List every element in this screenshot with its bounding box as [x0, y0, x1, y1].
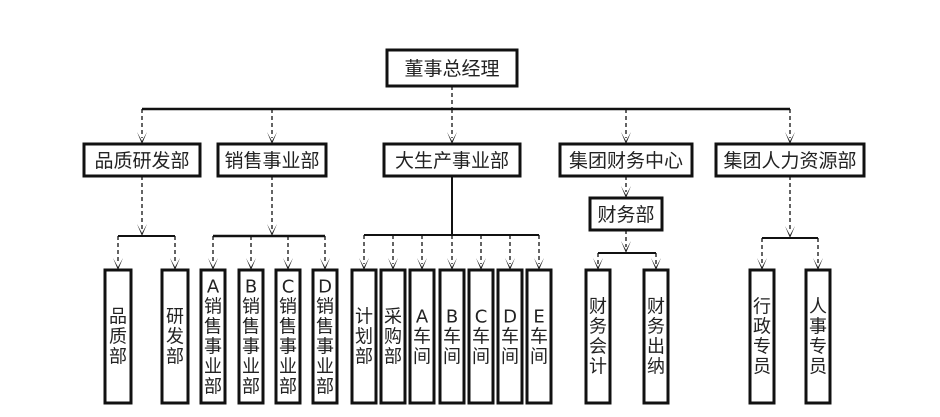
child-sales-c-box: [274, 268, 302, 405]
dept-sales-connector-arrow-head: [267, 132, 277, 144]
child-purchasing-connector-arrow-head: [388, 258, 398, 270]
child-purchasing-box: [379, 268, 407, 405]
dept-production-connector-arrow-head: [447, 132, 457, 144]
child-workshop-e-box: [525, 268, 553, 405]
dept-finance-center-label: 集团财务中心: [569, 150, 683, 172]
child-workshop-b-box: [438, 268, 466, 405]
child-workshop-d-box: [496, 268, 524, 405]
child-sales-a-box: [199, 268, 227, 405]
child-planning-label: 计划部: [355, 307, 373, 368]
dept-finance-center-connector-arrow-head: [621, 132, 631, 144]
finance-dept-connector-arrow-head: [621, 241, 631, 253]
child-sales-b-connector-arrow-head: [246, 258, 256, 270]
child-personnel-box: [804, 268, 832, 405]
child-accounting-connector-arrow-head: [593, 258, 603, 270]
dept-hr-connector-arrow-head: [785, 132, 795, 144]
dept-hr-box: [714, 142, 866, 178]
child-cashier-box: [642, 268, 670, 405]
quality-rd-connector-arrow-head: [137, 224, 147, 236]
child-rd-connector-arrow-head: [170, 258, 180, 270]
dept-finance-center-box: [558, 142, 694, 178]
child-workshop-c-connector-arrow-head: [476, 258, 486, 270]
child-cashier-connector-arrow-head: [651, 258, 661, 270]
child-sales-d-connector-arrow-head: [320, 258, 330, 270]
child-admin-connector-arrow-head: [757, 258, 767, 270]
dept-sales-label: 销售事业部: [224, 150, 319, 172]
child-accounting-box: [584, 268, 612, 405]
child-rd-label: 研发部: [166, 307, 184, 368]
dept-quality-rd-connector-arrow-head: [137, 132, 147, 144]
child-workshop-c-box: [467, 268, 495, 405]
child-workshop-b-connector-arrow-head: [447, 258, 457, 270]
child-workshop-e-connector-arrow-head: [534, 258, 544, 270]
child-planning-box: [350, 268, 378, 405]
child-quality-box: [103, 268, 133, 405]
dept-hr-label: 集团人力资源部: [723, 150, 856, 172]
child-admin-box: [748, 268, 776, 405]
child-sales-b-box: [237, 268, 265, 405]
sales-connector-arrow-head: [267, 224, 277, 236]
dept-quality-rd-box: [82, 142, 202, 178]
child-quality-label: 品质部: [109, 307, 127, 368]
child-planning-connector-arrow-head: [359, 258, 369, 270]
child-workshop-d-connector-arrow-head: [505, 258, 515, 270]
child-admin-label: 行政专员: [753, 297, 771, 378]
finance-center-connector-arrow-head: [621, 186, 631, 198]
child-accounting-label: 财务会计: [589, 297, 607, 378]
dept-production-label: 大生产事业部: [395, 150, 509, 172]
child-cashier-label: 财务出纳: [647, 297, 665, 378]
child-rd-box: [160, 268, 190, 405]
child-quality-connector-arrow-head: [113, 258, 123, 270]
child-personnel-label: 人事专员: [809, 297, 827, 378]
child-personnel-connector-arrow-head: [813, 258, 823, 270]
child-purchasing-label: 采购部: [384, 307, 402, 368]
child-sales-d-box: [311, 268, 339, 405]
child-workshop-a-connector-arrow-head: [417, 258, 427, 270]
hr-connector-arrow-head: [785, 226, 795, 238]
dept-quality-rd-label: 品质研发部: [94, 150, 189, 172]
root-ceo-label: 董事总经理: [404, 58, 499, 80]
child-workshop-a-box: [408, 268, 436, 405]
child-sales-a-connector-arrow-head: [208, 258, 218, 270]
finance-dept-label: 财务部: [597, 204, 654, 226]
child-sales-c-connector-arrow-head: [283, 258, 293, 270]
